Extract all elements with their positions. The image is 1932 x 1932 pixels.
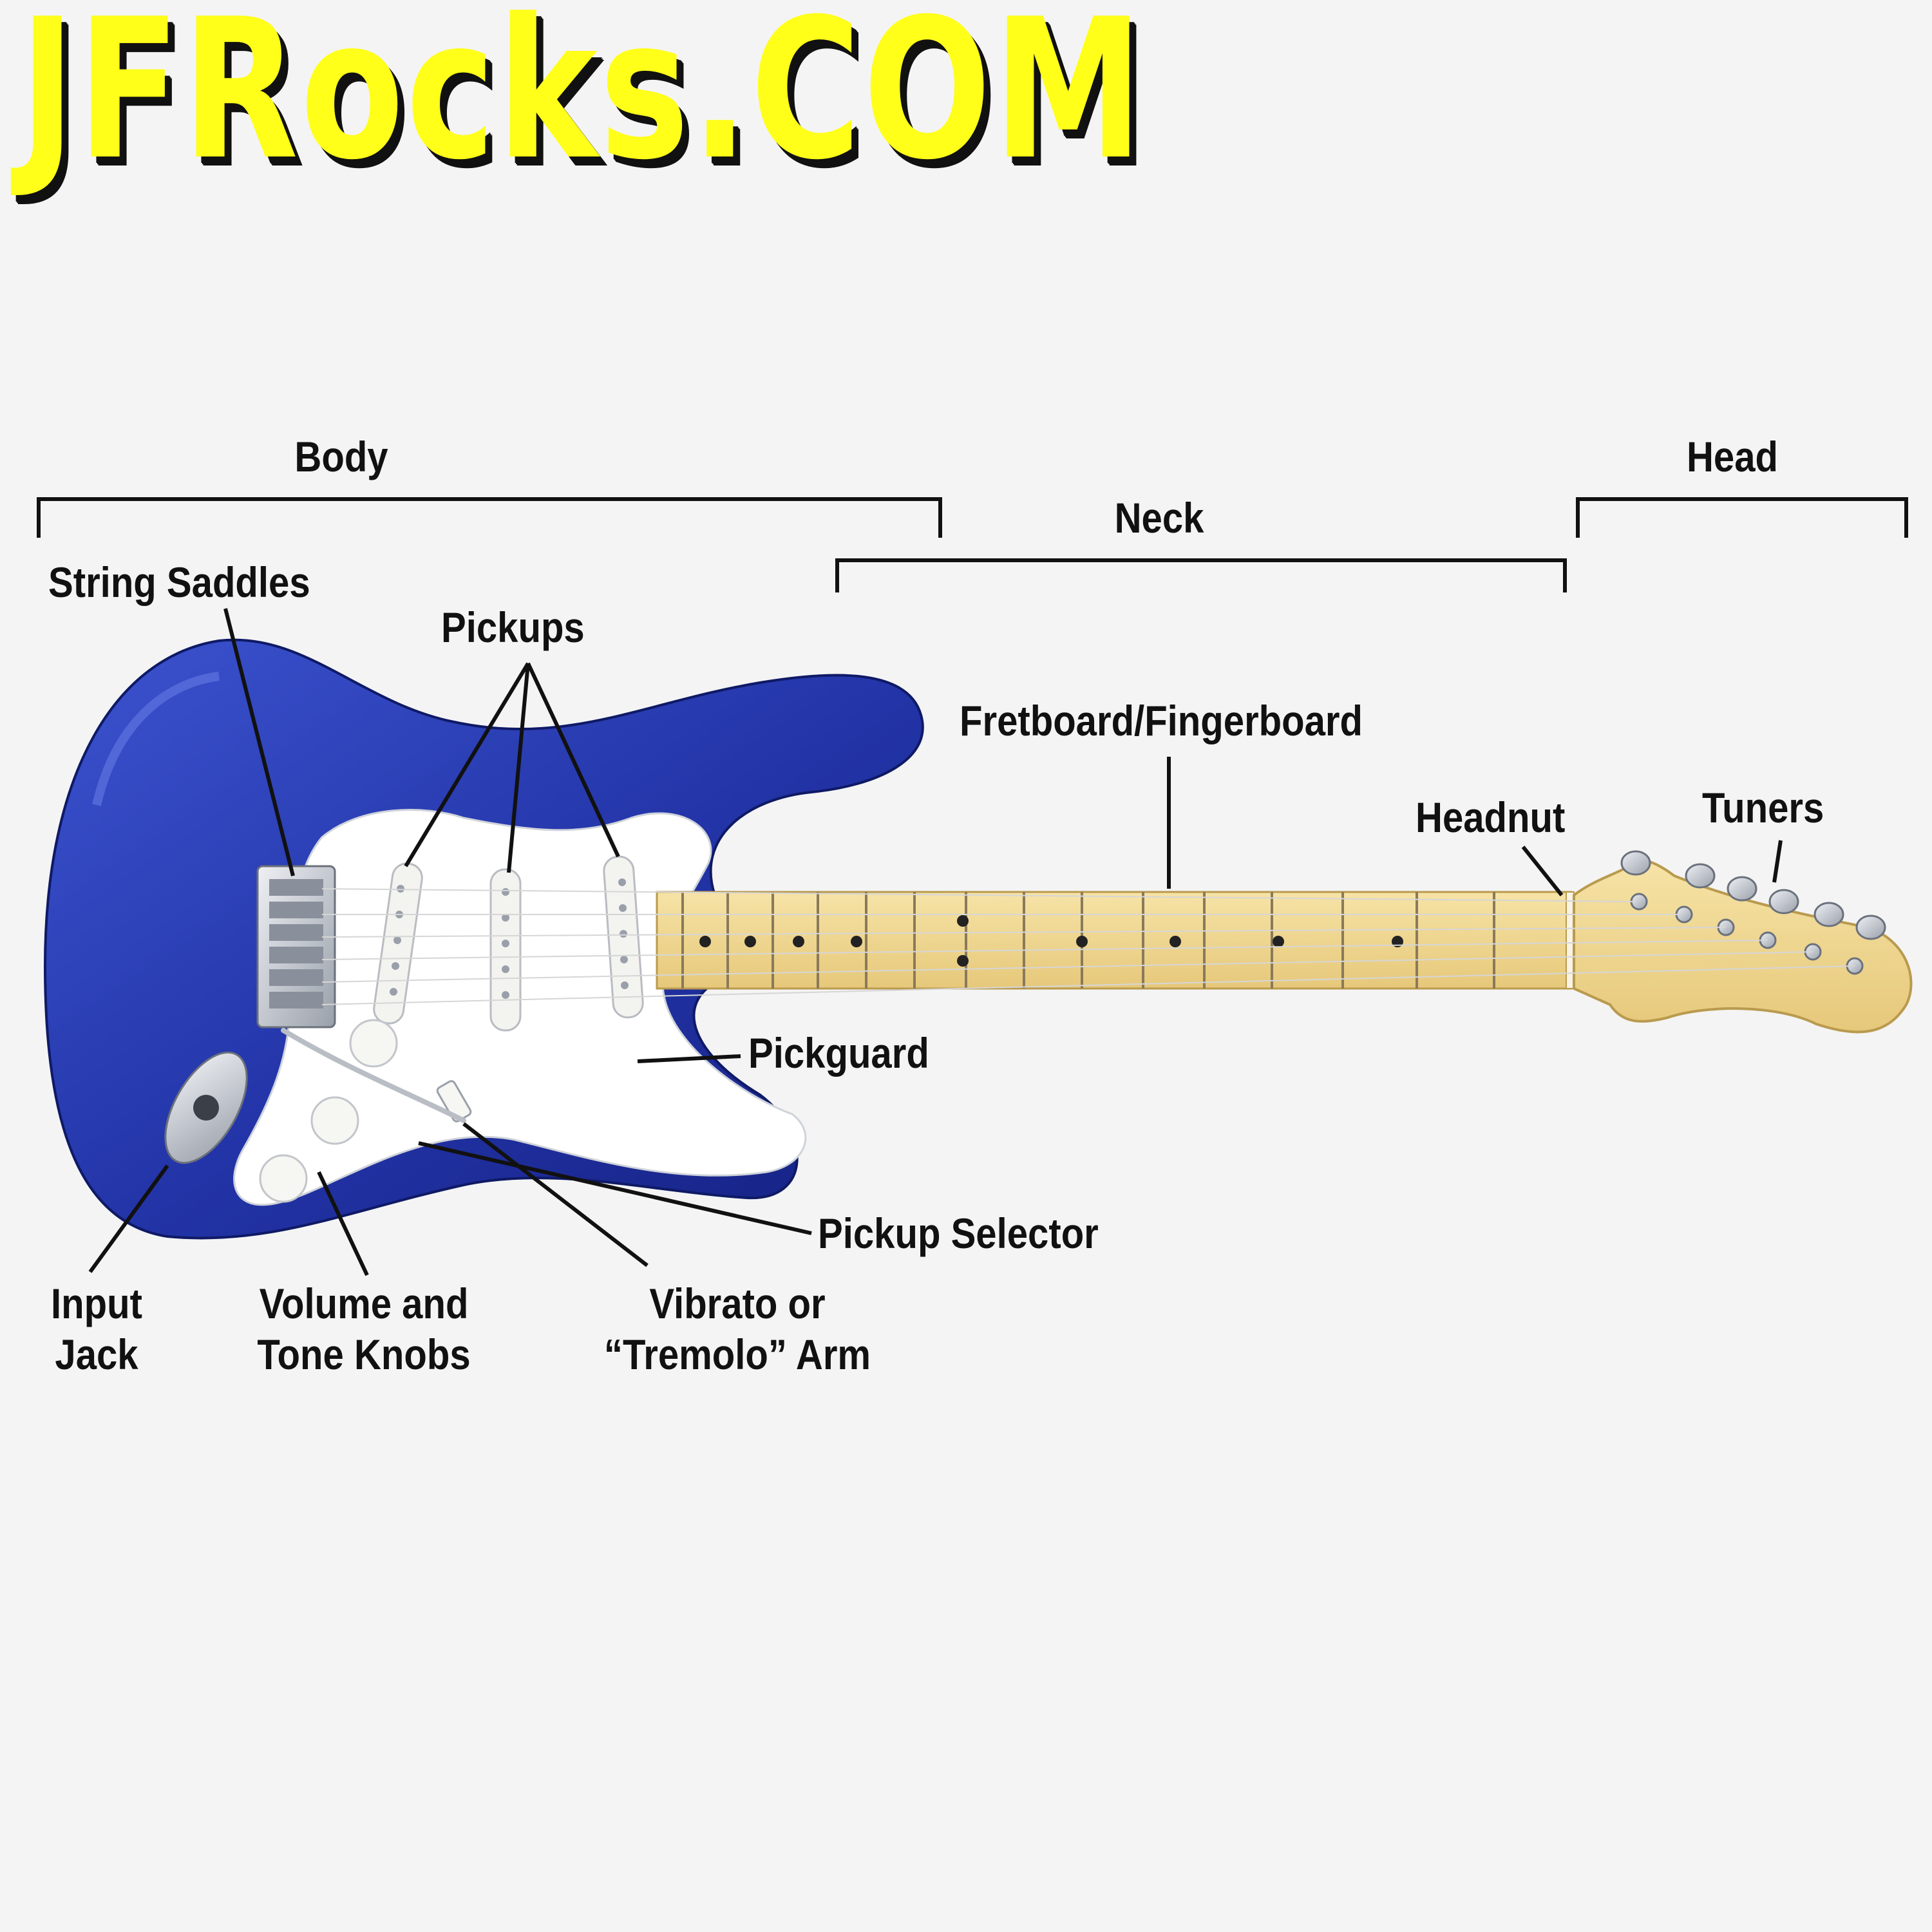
leader-pickguard [637,1054,741,1063]
bridge [256,865,336,1028]
leader-knobs [317,1171,369,1276]
label-tremolo-line2: “Tremolo” Arm [603,1331,871,1379]
label-knobs: Volume and Tone Knobs [245,1278,483,1380]
neck [656,891,1575,990]
section-label-body: Body [294,433,388,480]
leader-pickup-bridge [526,662,620,858]
leader-tremolo [462,1122,649,1267]
leader-string-saddles [223,608,295,876]
volume-tone-knobs [259,1019,398,1203]
tremolo-arm [281,1028,466,1123]
label-knobs-line1: Volume and [259,1280,469,1327]
label-tremolo: Vibrato or “Tremolo” Arm [587,1278,887,1380]
label-string-saddles: String Saddles [48,558,310,606]
pickup-middle [489,868,522,1032]
label-pickups: Pickups [441,603,585,651]
site-logo: JFRocks.COM [19,0,1146,202]
leader-pickup-neck [404,662,530,867]
head-bracket [1576,497,1908,538]
section-label-neck: Neck [1114,494,1204,542]
section-label-head: Head [1686,433,1779,480]
label-input-jack: Input Jack [34,1278,159,1380]
label-input-jack-line1: Input [51,1280,142,1327]
body-bracket [37,497,942,538]
label-headnut: Headnut [1416,793,1566,841]
label-tuners: Tuners [1702,784,1824,831]
leader-headnut [1521,846,1564,896]
label-pickup-selector: Pickup Selector [818,1209,1099,1257]
label-fretboard: Fretboard/Fingerboard [960,697,1363,744]
label-knobs-line2: Tone Knobs [257,1331,471,1379]
neck-bracket [835,558,1567,592]
leader-pickup-selector [418,1141,812,1235]
leader-tuners [1772,840,1783,883]
label-pickguard: Pickguard [748,1029,929,1077]
input-jack [164,1051,248,1164]
tuners [1620,850,1886,975]
label-tremolo-line1: Vibrato or [649,1280,826,1327]
leader-pickup-middle [507,663,530,873]
label-input-jack-line2: Jack [55,1331,138,1379]
leader-input-jack [88,1164,169,1273]
